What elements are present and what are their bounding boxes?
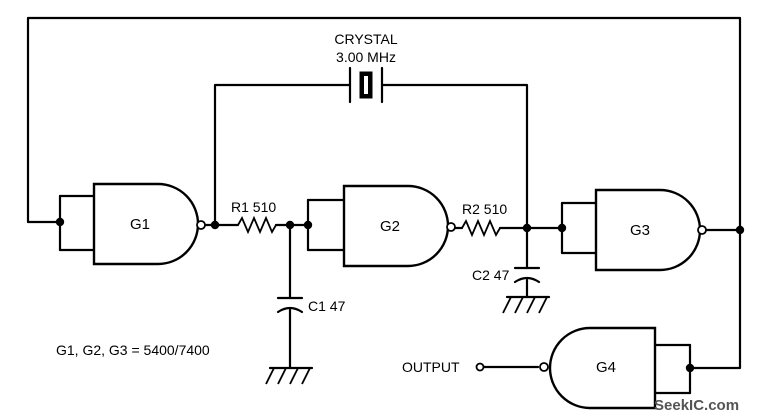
gate-g4 (539, 326, 657, 410)
r1-label: R1 510 (231, 199, 276, 215)
gate-g3 (594, 188, 707, 272)
gate-g4-label: G4 (596, 359, 616, 376)
output-label: OUTPUT (402, 359, 460, 375)
ground-symbol-c2 (502, 295, 551, 314)
crystal-right-wire (380, 83, 529, 230)
gate-g1-label: G1 (130, 216, 150, 233)
r2-label: R2 510 (462, 201, 507, 217)
r2-resistor (461, 218, 501, 238)
wiring (26, 16, 742, 395)
junction-dots (55, 217, 745, 373)
crystal-left-wire (213, 83, 352, 227)
gate-g3-label: G3 (630, 222, 650, 239)
r1-resistor (237, 215, 277, 235)
watermark: SeekIC.com (654, 397, 739, 414)
output-terminal (475, 362, 485, 372)
c2-label: C2 47 (472, 267, 510, 283)
gate-g1 (92, 182, 206, 266)
c1-label: C1 47 (308, 298, 346, 314)
crystal-title: CRYSTAL (334, 31, 397, 47)
feedback-wire (26, 16, 742, 232)
g4-feed-wire (688, 228, 742, 370)
gate-type-note: G1, G2, G3 = 5400/7400 (56, 342, 210, 358)
gate-g2 (342, 184, 456, 268)
crystal-symbol (348, 66, 384, 104)
gate-g2-label: G2 (380, 218, 400, 235)
ground-symbol-c1 (265, 366, 314, 385)
crystal-frequency: 3.00 MHz (336, 49, 396, 65)
